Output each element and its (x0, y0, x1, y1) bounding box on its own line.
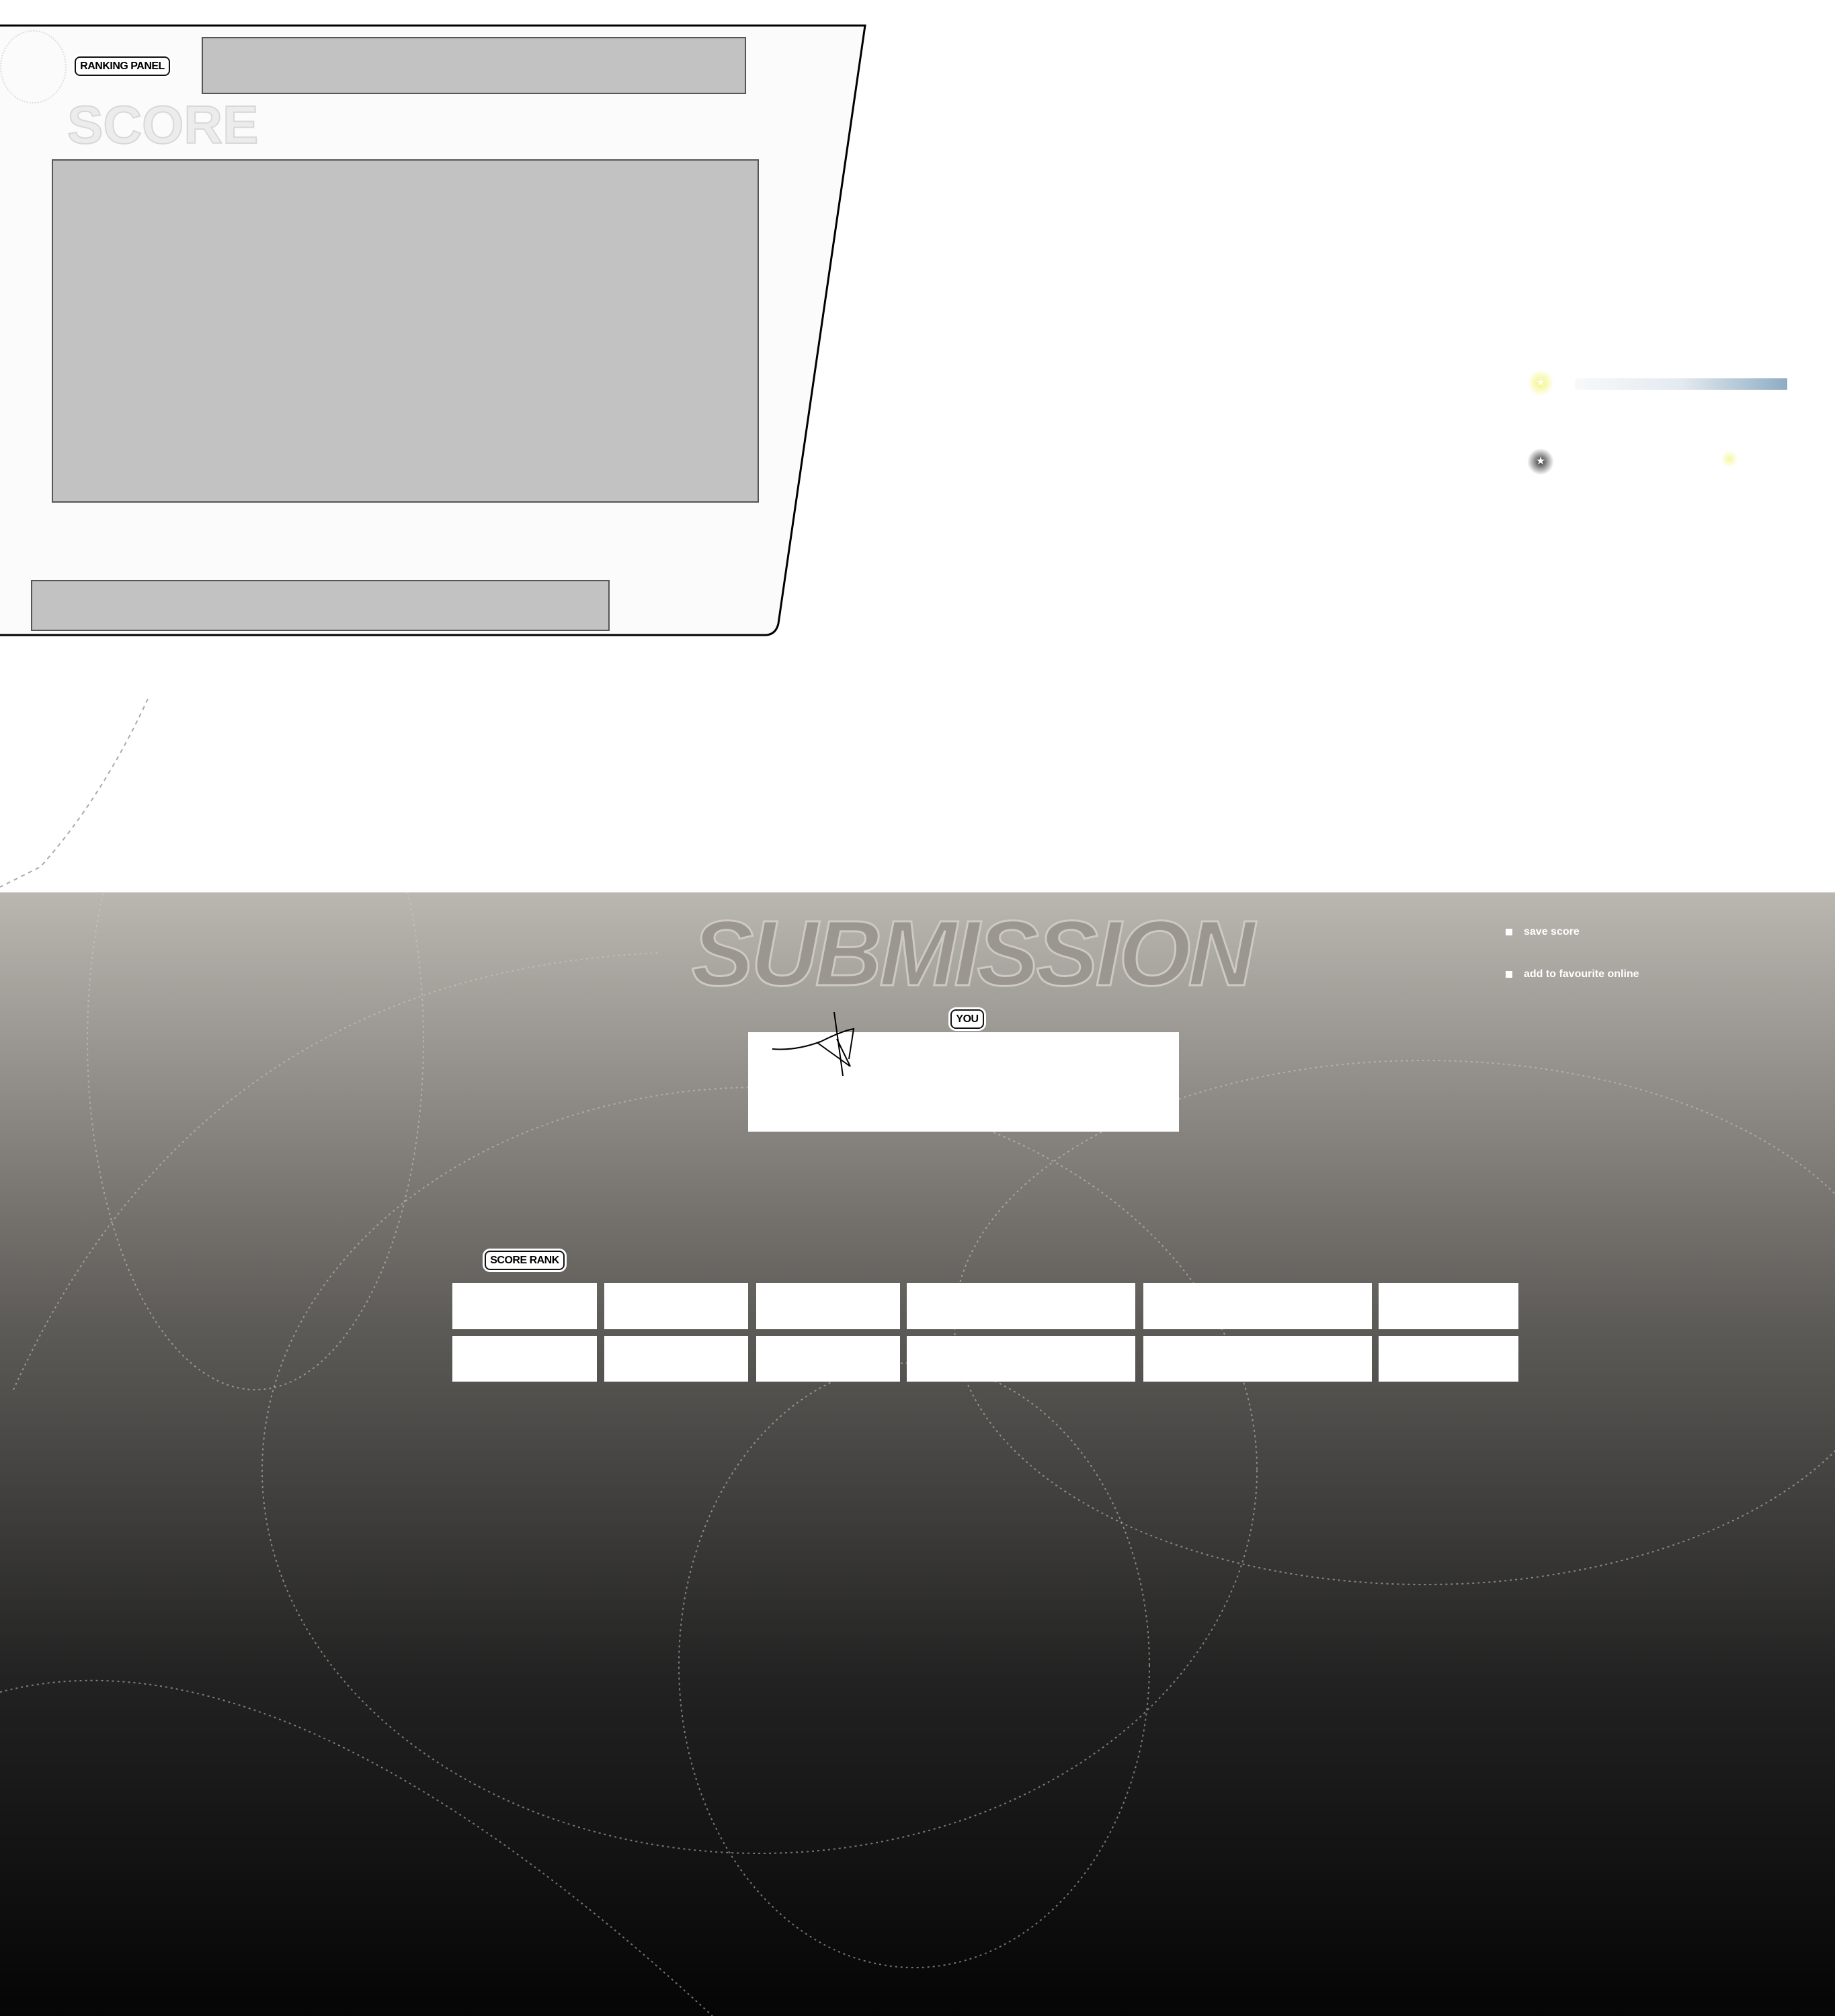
rank-cell (604, 1336, 748, 1382)
rank-cell (756, 1283, 900, 1329)
progress-bar[interactable] (1575, 378, 1787, 390)
ranking-footer-box (31, 580, 610, 631)
you-label: YOU (950, 1009, 984, 1029)
rank-cell (452, 1336, 597, 1382)
ranking-panel-label: RANKING PANEL (75, 56, 170, 76)
rank-cell (604, 1283, 748, 1329)
square-bullet-icon (1506, 971, 1512, 978)
yellow-glow-icon (1721, 450, 1738, 468)
rank-cell (756, 1336, 900, 1382)
rank-cell (907, 1283, 1135, 1329)
rank-cell (1143, 1336, 1372, 1382)
rank-cell (1143, 1283, 1372, 1329)
rank-cell (1379, 1336, 1518, 1382)
star-glow-icon[interactable]: ★ (1527, 370, 1554, 396)
submission-title: SUBMISSION (690, 902, 1256, 1005)
submission-section: SUBMISSION YOU SCORE RANK save score add… (0, 892, 1835, 2016)
add-favourite-option[interactable]: add to favourite online (1506, 968, 1639, 980)
signature-pad[interactable] (748, 1012, 1179, 1132)
spiderweb-icon (0, 30, 67, 103)
ranking-banner (202, 37, 746, 94)
signature-stroke (772, 1012, 855, 1077)
score-watermark: SCORE (67, 95, 259, 155)
square-bullet-icon (1506, 929, 1512, 935)
rank-cell (907, 1336, 1135, 1382)
rank-cell (452, 1283, 597, 1329)
score-rank-label: SCORE RANK (485, 1251, 565, 1270)
rank-cell (1379, 1283, 1518, 1329)
save-score-label: save score (1524, 926, 1580, 937)
ranking-main-area (52, 159, 759, 503)
star-dark-icon[interactable]: ★ (1527, 448, 1554, 475)
save-score-option[interactable]: save score (1506, 926, 1580, 938)
add-favourite-label: add to favourite online (1524, 968, 1639, 980)
